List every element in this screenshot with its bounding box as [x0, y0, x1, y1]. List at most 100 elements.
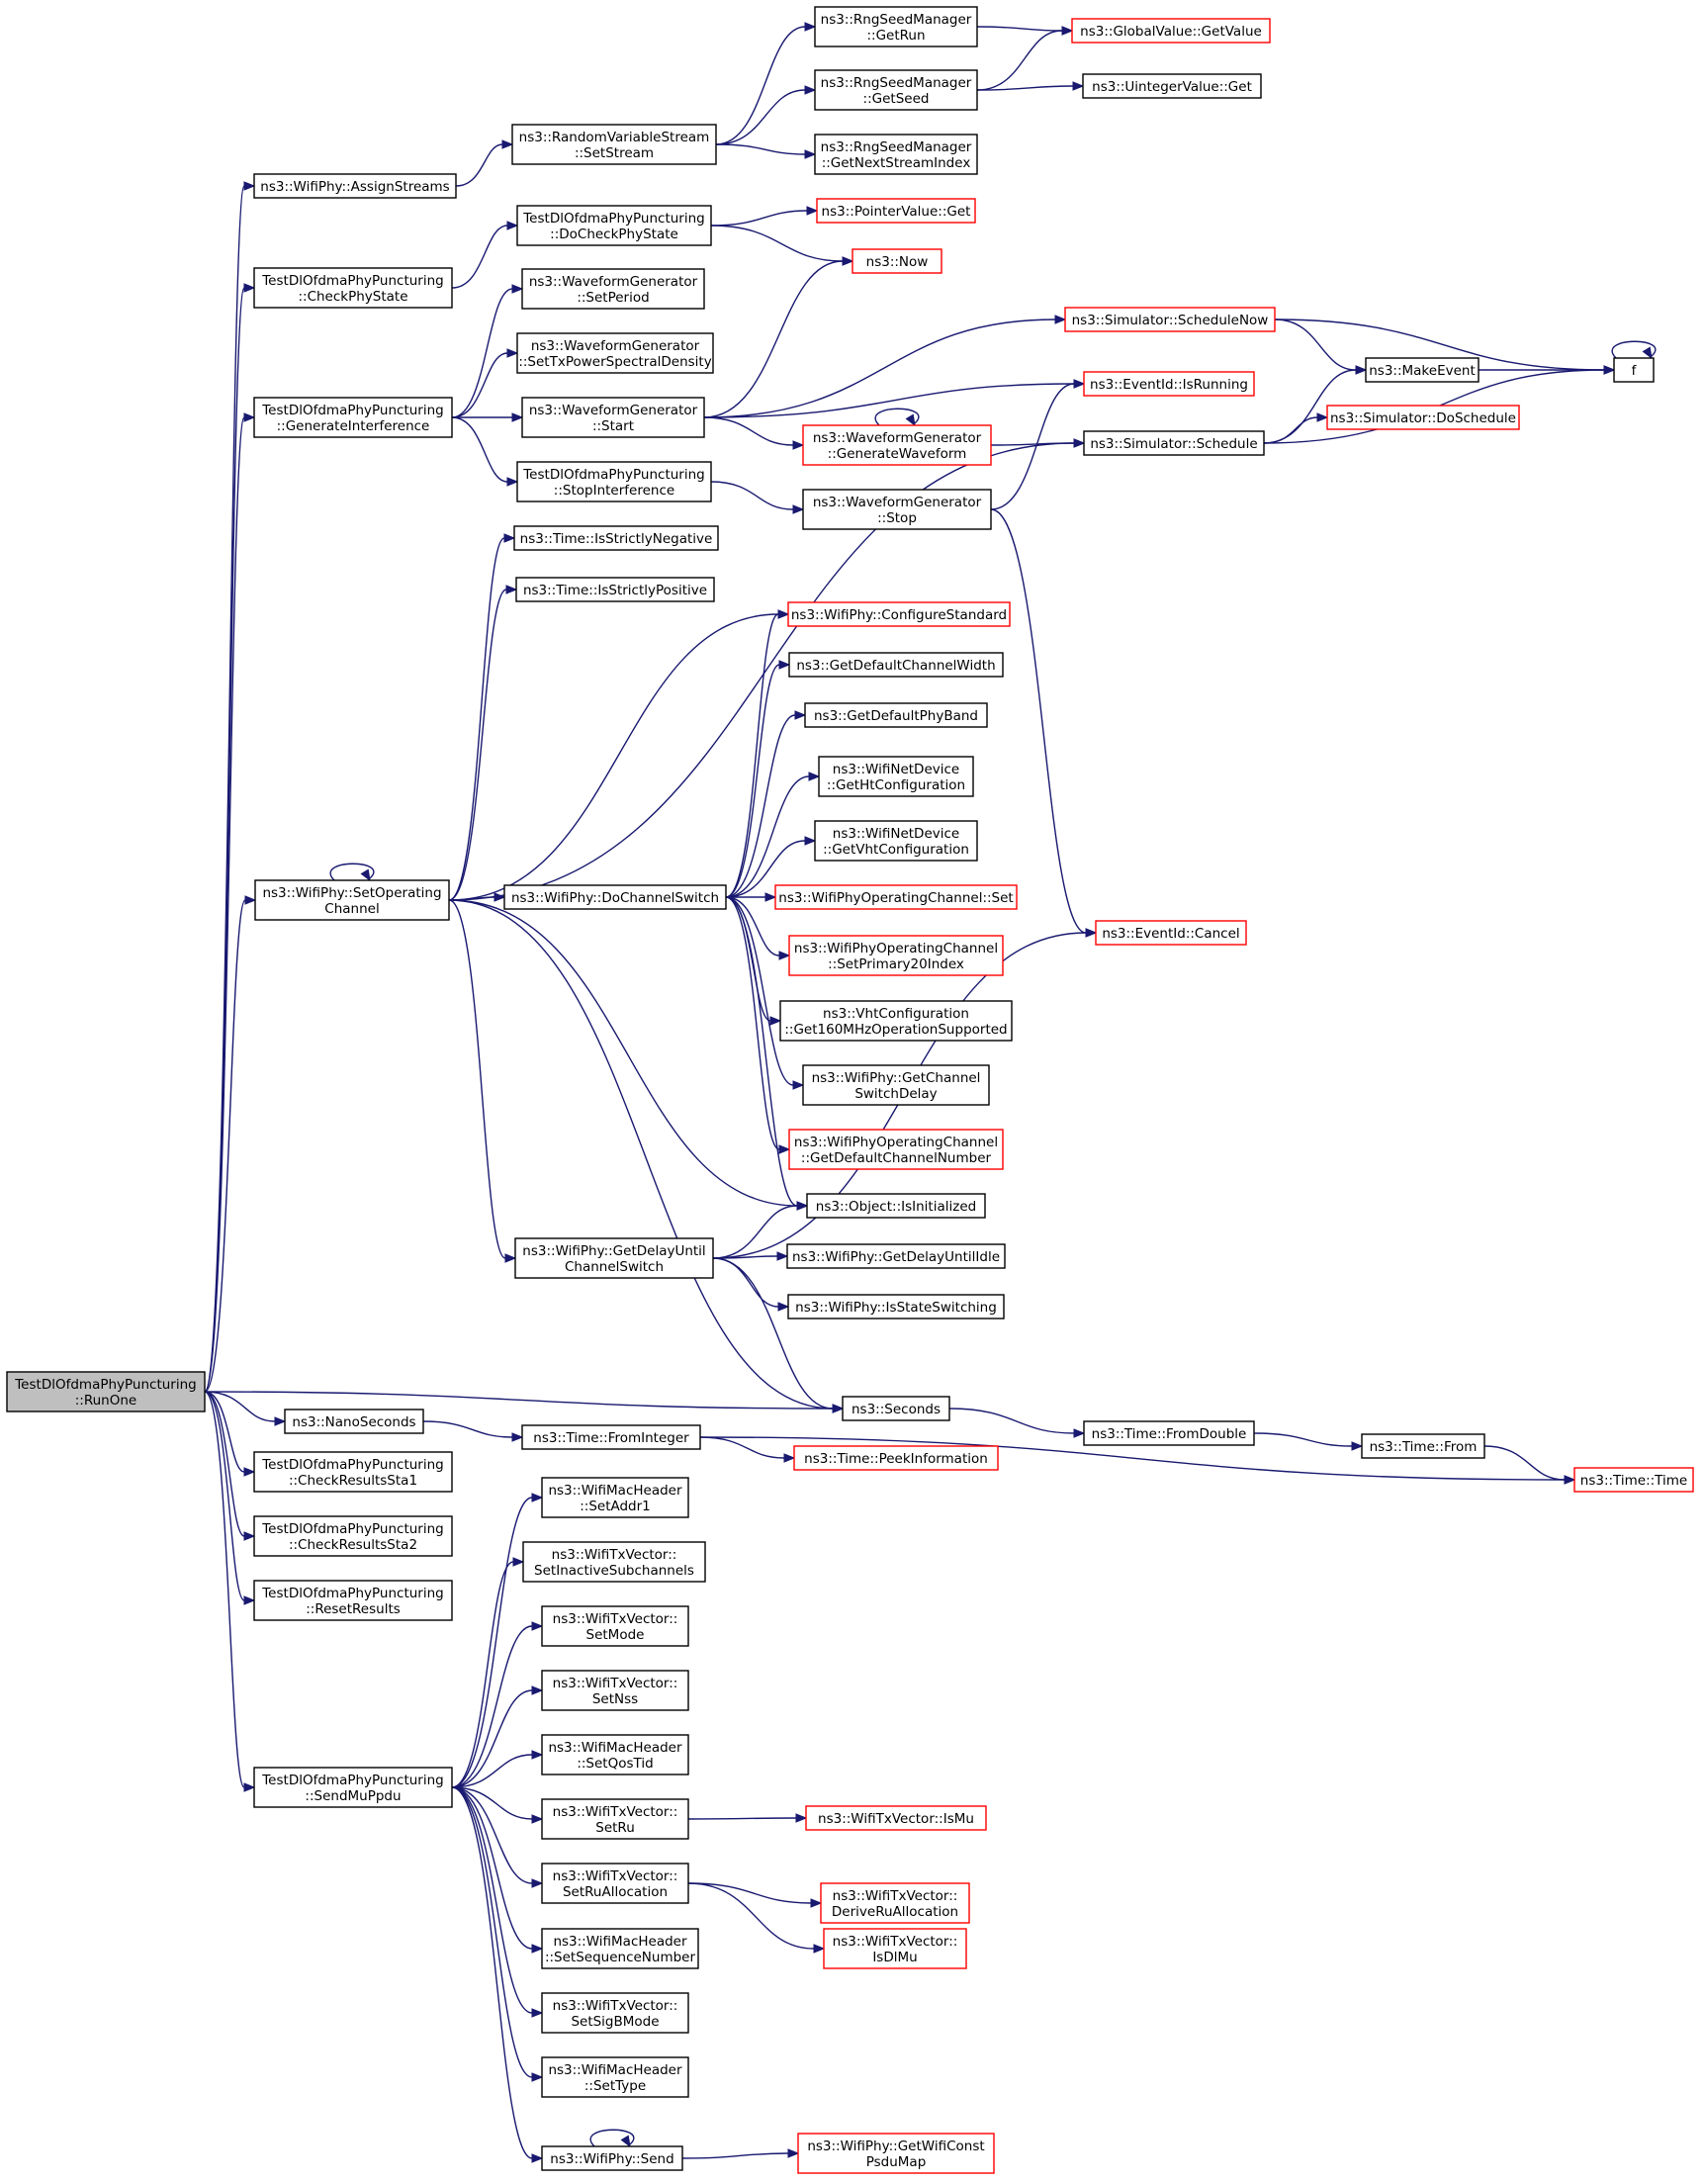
edge-path — [703, 260, 844, 418]
graph-node-sendmuppdu[interactable]: TestDlOfdmaPhyPuncturing::SendMuPpdu — [253, 1767, 453, 1808]
node-label: ns3::PointerValue::Get — [822, 204, 971, 220]
graph-node-frominteger[interactable]: ns3::Time::FromInteger — [521, 1424, 701, 1450]
graph-node-isdlmu[interactable]: ns3::WifiTxVector::IsDlMu — [823, 1928, 967, 1969]
graph-node-getrun[interactable]: ns3::RngSeedManager::GetRun — [814, 6, 978, 47]
graph-node-configurestandard[interactable]: ns3::WifiPhy::ConfigureStandard — [787, 601, 1011, 627]
edge-arrowhead — [769, 1016, 782, 1026]
edge-path — [451, 1786, 533, 2078]
graph-node-uintegerget[interactable]: ns3::UintegerValue::Get — [1082, 73, 1262, 99]
node-label: ns3::Time::FromInteger — [533, 1430, 689, 1446]
graph-node-getdefaultchannelwidth[interactable]: ns3::GetDefaultChannelWidth — [788, 652, 1004, 678]
edge-arrowhead — [531, 2008, 544, 2018]
edge-arrowhead — [1073, 1428, 1086, 1438]
graph-node-deriveruallocation[interactable]: ns3::WifiTxVector::DeriveRuAllocation — [820, 1882, 970, 1924]
edge-arrowhead — [512, 1557, 525, 1567]
graph-node-timefrom[interactable]: ns3::Time::From — [1361, 1433, 1485, 1459]
graph-node-getdefaultphyband[interactable]: ns3::GetDefaultPhyBand — [804, 702, 988, 728]
graph-node-setsequencenumber[interactable]: ns3::WifiMacHeader::SetSequenceNumber — [541, 1928, 699, 1969]
graph-node-doschedule[interactable]: ns3::Simulator::DoSchedule — [1326, 405, 1520, 430]
edge-path — [422, 1420, 513, 1438]
graph-node-isrunning[interactable]: ns3::EventId::IsRunning — [1083, 371, 1255, 397]
node-label: ChannelSwitch — [565, 1259, 664, 1275]
graph-node-settype[interactable]: ns3::WifiMacHeader::SetType — [541, 2056, 689, 2098]
graph-node-resetresults[interactable]: TestDlOfdmaPhyPuncturing::ResetResults — [253, 1580, 453, 1621]
graph-node-setmode[interactable]: ns3::WifiTxVector::SetMode — [541, 1605, 689, 1647]
edge-arrowhead — [531, 2153, 544, 2163]
graph-node-gethtconfiguration[interactable]: ns3::WifiNetDevice::GetHtConfiguration — [818, 756, 974, 797]
graph-node-setnss[interactable]: ns3::WifiTxVector::SetNss — [541, 1670, 689, 1711]
graph-node-makeevent[interactable]: ns3::MakeEvent — [1365, 357, 1480, 383]
graph-node-stopinterference[interactable]: TestDlOfdmaPhyPuncturing::StopInterferen… — [516, 461, 712, 502]
graph-node-getdelayuntilidle[interactable]: ns3::WifiPhy::GetDelayUntilIdle — [786, 1243, 1006, 1269]
node-box — [814, 6, 978, 47]
graph-node-isstrictlypositive[interactable]: ns3::Time::IsStrictlyPositive — [515, 577, 715, 602]
graph-node-isinitialized[interactable]: ns3::Object::IsInitialized — [806, 1193, 986, 1219]
edge-path — [1253, 1432, 1353, 1447]
edge-arrowhead — [501, 139, 514, 149]
graph-node-eventcancel[interactable]: ns3::EventId::Cancel — [1095, 920, 1247, 946]
graph-node-setru[interactable]: ns3::WifiTxVector::SetRu — [541, 1798, 689, 1840]
graph-node-setprimary20[interactable]: ns3::WifiPhyOperatingChannel::SetPrimary… — [788, 935, 1004, 976]
graph-node-settxpsd[interactable]: ns3::WaveformGenerator::SetTxPowerSpectr… — [516, 332, 714, 374]
graph-node-setinactivesubchannels[interactable]: ns3::WifiTxVector::SetInactiveSubchannel… — [522, 1541, 706, 1583]
edge-path — [1274, 318, 1605, 371]
graph-node-setaddr1[interactable]: ns3::WifiMacHeader::SetAddr1 — [541, 1477, 689, 1518]
node-label: ns3::GetDefaultChannelWidth — [796, 658, 995, 674]
graph-node-wgstop[interactable]: ns3::WaveformGenerator::Stop — [802, 489, 992, 530]
graph-node-assignstreams[interactable]: ns3::WifiPhy::AssignStreams — [253, 173, 457, 199]
graph-node-generateinterference[interactable]: TestDlOfdmaPhyPuncturing::GenerateInterf… — [253, 397, 453, 438]
graph-node-now[interactable]: ns3::Now — [852, 248, 942, 274]
graph-node-globalgetvalue[interactable]: ns3::GlobalValue::GetValue — [1071, 18, 1271, 44]
graph-node-fromdouble[interactable]: ns3::Time::FromDouble — [1083, 1420, 1255, 1446]
graph-node-checkresultssta2[interactable]: TestDlOfdmaPhyPuncturing::CheckResultsSt… — [253, 1515, 453, 1557]
graph-node-getseed[interactable]: ns3::RngSeedManager::GetSeed — [814, 69, 978, 111]
graph-node-opchannelset[interactable]: ns3::WifiPhyOperatingChannel::Set — [774, 884, 1018, 910]
graph-node-checkresultssta1[interactable]: TestDlOfdmaPhyPuncturing::CheckResultsSt… — [253, 1451, 453, 1493]
graph-node-isstrictlynegative[interactable]: ns3::Time::IsStrictlyNegative — [513, 525, 719, 551]
graph-node-wgstart[interactable]: ns3::WaveformGenerator::Start — [521, 397, 705, 438]
edge-arrowhead — [806, 206, 819, 216]
graph-node-setruallocation[interactable]: ns3::WifiTxVector::SetRuAllocation — [541, 1863, 689, 1904]
graph-node-getdefaultchannelnumber[interactable]: ns3::WifiPhyOperatingChannel::GetDefault… — [788, 1129, 1004, 1170]
graph-node-dochannelswitch[interactable]: ns3::WifiPhy::DoChannelSwitch — [503, 884, 727, 910]
graph-node-timetime[interactable]: ns3::Time::Time — [1573, 1467, 1694, 1493]
edge-arrowhead — [511, 284, 524, 294]
graph-node-getvhtconfiguration[interactable]: ns3::WifiNetDevice::GetVhtConfiguration — [814, 820, 978, 862]
graph-node-runone[interactable]: TestDlOfdmaPhyPuncturing::RunOne — [6, 1371, 206, 1412]
graph-node-f[interactable]: f — [1613, 357, 1655, 383]
node-box — [1573, 1467, 1694, 1493]
graph-node-getnextstreamindex[interactable]: ns3::RngSeedManager::GetNextStreamIndex — [814, 134, 978, 175]
node-box — [1326, 405, 1520, 430]
node-box — [814, 134, 978, 175]
graph-node-setstream[interactable]: ns3::RandomVariableStream::SetStream — [511, 124, 717, 165]
graph-node-ismu[interactable]: ns3::WifiTxVector::IsMu — [805, 1805, 987, 1831]
graph-node-isstateswitching[interactable]: ns3::WifiPhy::IsStateSwitching — [787, 1294, 1005, 1320]
graph-node-setperiod[interactable]: ns3::WaveformGenerator::SetPeriod — [521, 268, 705, 310]
edge-arrowhead — [796, 1201, 809, 1211]
graph-node-seconds[interactable]: ns3::Seconds — [842, 1396, 950, 1421]
node-label: ::SetAddr1 — [580, 1499, 651, 1514]
graph-node-checkphystate[interactable]: TestDlOfdmaPhyPuncturing::CheckPhyState — [253, 267, 453, 309]
node-box — [541, 1477, 689, 1518]
graph-node-setsigbmode[interactable]: ns3::WifiTxVector::SetSigBMode — [541, 1992, 689, 2034]
call-edge-wgstop-to-eventcancel — [990, 508, 1098, 938]
graph-node-schedule[interactable]: ns3::Simulator::Schedule — [1083, 430, 1265, 456]
call-nodes: TestDlOfdmaPhyPuncturing::RunOnens3::Wif… — [6, 6, 1694, 2174]
graph-node-docheckphystate[interactable]: TestDlOfdmaPhyPuncturing::DoCheckPhyStat… — [516, 205, 712, 246]
graph-node-schedulenow[interactable]: ns3::Simulator::ScheduleNow — [1064, 307, 1276, 332]
graph-node-generatewaveform[interactable]: ns3::WaveformGenerator::GenerateWaveform — [802, 424, 992, 466]
call-edge-setoperatingchannel-to-isstrictlynegative — [448, 533, 516, 901]
graph-node-pointerget[interactable]: ns3::PointerValue::Get — [816, 198, 976, 224]
graph-node-nanoseconds[interactable]: ns3::NanoSeconds — [284, 1409, 424, 1434]
graph-node-peekinformation[interactable]: ns3::Time::PeekInformation — [793, 1445, 999, 1471]
node-box — [788, 1129, 1004, 1170]
graph-node-wifiphysend[interactable]: ns3::WifiPhy::Send — [541, 2145, 683, 2171]
node-label: ns3::WaveformGenerator — [813, 430, 982, 446]
graph-node-get160mhz[interactable]: ns3::VhtConfiguration::Get160MHzOperatio… — [779, 1000, 1013, 1042]
graph-node-setqostid[interactable]: ns3::WifiMacHeader::SetQosTid — [541, 1734, 689, 1775]
edge-arrowhead — [1073, 379, 1086, 389]
